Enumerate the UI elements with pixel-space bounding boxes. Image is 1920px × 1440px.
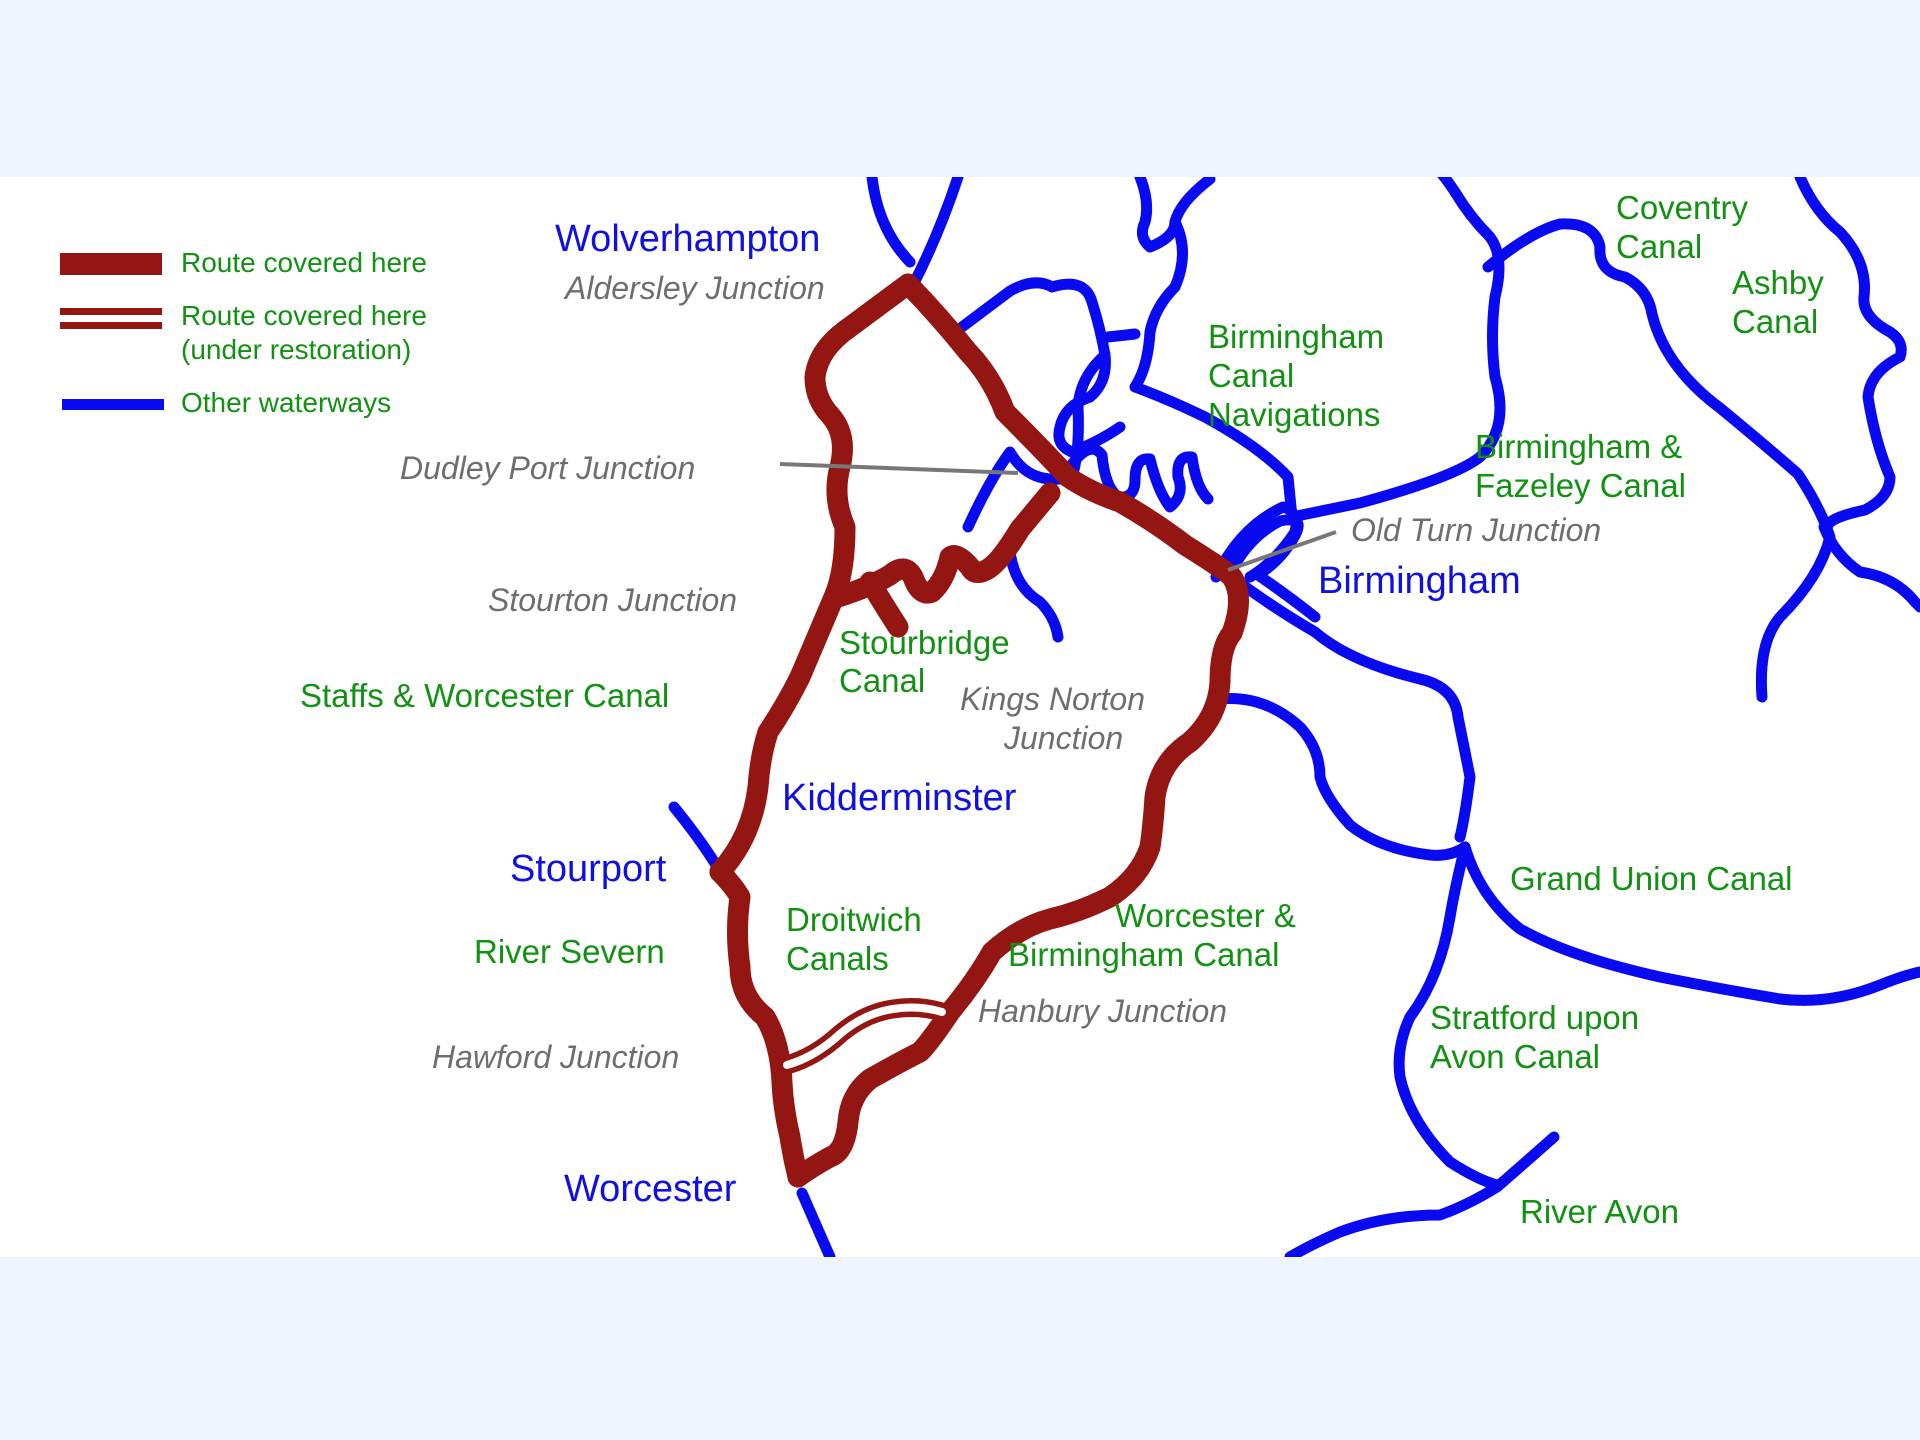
- coventry-canal-waterway: [1482, 218, 1836, 703]
- town-label-kidderminster: Kidderminster: [782, 777, 1017, 819]
- waterway-label-droitwich-line2: Canals: [786, 940, 889, 977]
- bcn-route: [897, 273, 1243, 588]
- dudley-port-leader-line: [779, 462, 1019, 475]
- waterway-label-worcs-birm-line1: Worcester &: [1115, 897, 1296, 934]
- bcn-north-waterway: [952, 277, 1126, 458]
- junction-label-old-turn: Old Turn Junction: [1351, 512, 1601, 548]
- droitwich-canal-restoration-inner: [783, 1003, 946, 1069]
- waterway-label-stratford-line1: Stratford upon: [1430, 999, 1639, 1036]
- wyrley-essington-waterway: [1134, 177, 1216, 253]
- birmingham-fazeley-south-waterway: [1226, 571, 1476, 843]
- waterway-label-avon: River Avon: [1520, 1193, 1679, 1230]
- junction-label-hawford: Hawford Junction: [432, 1039, 679, 1075]
- shropshire-union-waterway: [866, 177, 916, 268]
- junction-label-aldersley: Aldersley Junction: [563, 270, 825, 306]
- netherton-spur-waterway: [1004, 546, 1064, 643]
- waterway-label-coventry-line2: Canal: [1616, 228, 1702, 265]
- town-label-wolverhampton: Wolverhampton: [555, 218, 820, 260]
- ashby-canal-waterway: [1794, 177, 1907, 531]
- stourbridge-route: [827, 482, 1061, 608]
- waterway-label-staffs-worcs: Staffs & Worcester Canal: [300, 677, 669, 714]
- waterway-label-fazeley-line2: Fazeley Canal: [1475, 467, 1686, 504]
- legend-route-swatch: [60, 253, 162, 275]
- tame-valley-waterway: [1129, 216, 1298, 523]
- junction-label-hanbury: Hanbury Junction: [978, 993, 1227, 1029]
- waterway-label-droitwich-line1: Droitwich: [786, 901, 922, 938]
- worcester-birmingham-route: [787, 566, 1249, 1188]
- junction-label-stourton: Stourton Junction: [488, 582, 737, 618]
- bcn-spur-waterway: [1102, 328, 1141, 343]
- canal-map: Route covered here Route covered here (u…: [0, 177, 1920, 1257]
- worcester-birmingham-link-waterway: [1214, 693, 1471, 861]
- ashby-spur-waterway: [1818, 521, 1920, 613]
- legend-restoration-label-line1: Route covered here: [181, 300, 427, 331]
- bcn-loops-waterway: [1064, 443, 1214, 513]
- waterway-label-stourbridge-line1: Stourbridge: [839, 624, 1010, 661]
- town-label-stourport: Stourport: [510, 848, 667, 890]
- river-severn-south-waterway: [796, 1187, 836, 1257]
- junction-label-kings-norton-line2: Junction: [1003, 720, 1123, 756]
- waterway-label-coventry-line1: Coventry: [1616, 189, 1749, 226]
- grand-union-canal-waterway: [1459, 841, 1920, 1006]
- waterway-label-bcn-line3: Navigations: [1208, 396, 1380, 433]
- legend-restoration-swatch-bottom: [60, 322, 162, 329]
- legend-restoration-label-line2: (under restoration): [181, 334, 411, 365]
- waterway-label-bcn-line2: Canal: [1208, 357, 1294, 394]
- legend-other-label: Other waterways: [181, 387, 391, 418]
- coventry-birmingham-link-waterway: [1286, 177, 1506, 523]
- waterway-label-severn: River Severn: [474, 933, 665, 970]
- waterway-label-stratford-line2: Avon Canal: [1430, 1038, 1600, 1075]
- waterway-label-ashby-line2: Canal: [1732, 303, 1818, 340]
- river-severn-north-waterway: [668, 801, 722, 871]
- waterway-label-ashby-line1: Ashby: [1732, 264, 1824, 301]
- old-turn-loop-waterway: [1224, 514, 1321, 623]
- waterway-label-worcs-birm-line2: Birmingham Canal: [1008, 936, 1279, 973]
- stratford-canal-waterway: [1393, 841, 1503, 1191]
- junction-label-dudley-port: Dudley Port Junction: [400, 450, 695, 486]
- staffs-worcs-route: [709, 273, 919, 883]
- waterway-label-fazeley-line1: Birmingham &: [1475, 428, 1682, 465]
- legend-route-label: Route covered here: [181, 247, 427, 278]
- river-avon-waterway: [1284, 1131, 1560, 1257]
- waterway-label-grand-union: Grand Union Canal: [1510, 860, 1793, 897]
- legend-other-swatch: [62, 399, 164, 410]
- staffs-worcs-north-waterway: [906, 177, 964, 293]
- legend: Route covered here Route covered here (u…: [60, 247, 427, 418]
- junction-label-kings-norton-line1: Kings Norton: [960, 681, 1145, 717]
- town-label-worcester: Worcester: [564, 1168, 737, 1210]
- waterway-label-bcn-line1: Birmingham: [1208, 318, 1384, 355]
- town-label-birmingham: Birmingham: [1318, 560, 1521, 602]
- severn-route: [709, 861, 809, 1188]
- waterway-label-stourbridge-line2: Canal: [839, 662, 925, 699]
- stourbridge-spur-route: [859, 571, 909, 638]
- old-turn-leader-line: [1227, 530, 1337, 572]
- legend-restoration-swatch-top: [60, 308, 162, 315]
